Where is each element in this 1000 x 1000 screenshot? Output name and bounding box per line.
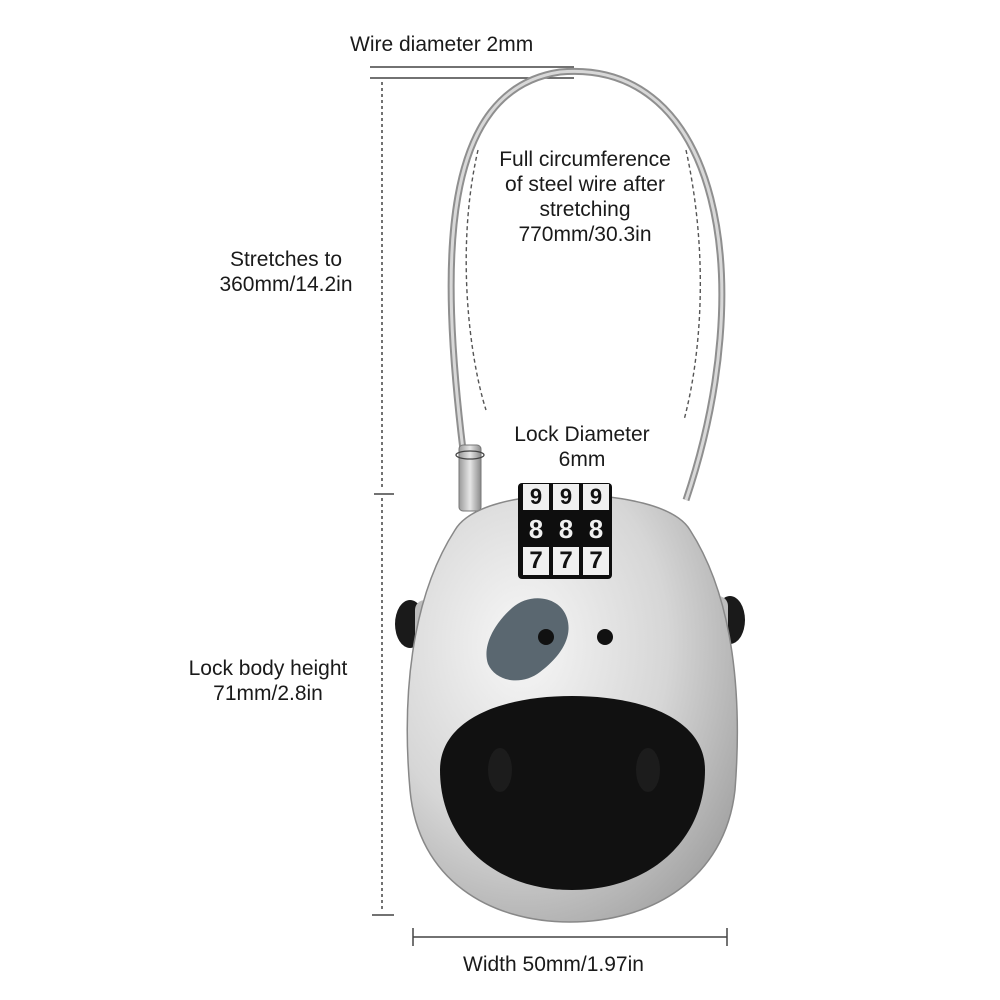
dial-digit-top-3[interactable]: 9 bbox=[583, 484, 609, 510]
body-height-line-1: Lock body height bbox=[188, 657, 348, 680]
body-height-line-2: 71mm/2.8in bbox=[213, 682, 323, 705]
dial-digit-middle-2[interactable]: 8 bbox=[558, 514, 574, 544]
mouth bbox=[440, 696, 705, 890]
stretch-line-2: 360mm/14.2in bbox=[219, 273, 353, 296]
circumference-line-3: stretching bbox=[539, 198, 631, 221]
dial-digit-bottom-1[interactable]: 7 bbox=[523, 547, 549, 575]
lock-diameter-line-1: Lock Diameter bbox=[514, 423, 650, 446]
dial-digit-middle-1[interactable]: 8 bbox=[528, 514, 544, 544]
circumference-line-1: Full circumference bbox=[499, 148, 671, 171]
circumference-label: Full circumference of steel wire after s… bbox=[470, 147, 700, 247]
dimension-lines bbox=[370, 66, 728, 946]
dial-digit-bottom-2[interactable]: 7 bbox=[553, 547, 579, 575]
cable-ferrule bbox=[458, 444, 482, 512]
left-eye bbox=[538, 629, 554, 645]
dial-digit-top-1[interactable]: 9 bbox=[523, 484, 549, 510]
lock-diameter-line-2: 6mm bbox=[558, 448, 606, 471]
body-height-label: Lock body height 71mm/2.8in bbox=[168, 656, 368, 706]
dial-digit-top-2[interactable]: 9 bbox=[553, 484, 579, 510]
width-label: Width 50mm/1.97in bbox=[463, 953, 644, 976]
stretch-line-1: Stretches to bbox=[229, 248, 343, 271]
stretch-length-label: Stretches to 360mm/14.2in bbox=[198, 247, 374, 297]
circumference-line-2: of steel wire after bbox=[505, 173, 665, 196]
cow-spot bbox=[486, 598, 569, 681]
circumference-line-4: 770mm/30.3in bbox=[518, 223, 652, 246]
right-eye bbox=[597, 629, 613, 645]
dial-digit-bottom-3[interactable]: 7 bbox=[583, 547, 609, 575]
lock-diameter-label: Lock Diameter 6mm bbox=[490, 422, 674, 472]
wire-diameter-label: Wire diameter 2mm bbox=[350, 33, 534, 56]
dial-digit-middle-3[interactable]: 8 bbox=[588, 514, 604, 544]
